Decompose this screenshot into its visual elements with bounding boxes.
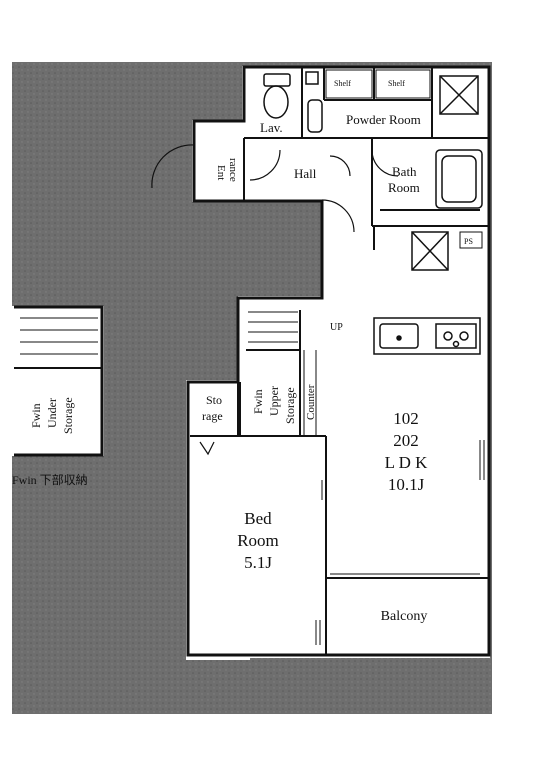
label-bed-3: 5.1J — [244, 553, 272, 572]
label-bath-2: Room — [388, 180, 420, 195]
label-fwin-under-2: Under — [45, 398, 59, 428]
label-balcony: Balcony — [381, 609, 428, 624]
label-ldk-2: 202 — [393, 431, 419, 450]
label-fwin-under-3: Storage — [61, 397, 75, 434]
label-fwin-upper-2: Upper — [267, 386, 281, 416]
label-bed-1: Bed — [244, 509, 272, 528]
label-hall: Hall — [294, 166, 317, 181]
label-ldk-1: 102 — [393, 409, 419, 428]
label-lav: Lav. — [260, 120, 283, 135]
label-storage-2: rage — [202, 409, 223, 423]
doors — [151, 144, 399, 456]
label-fwin-upper-3: Storage — [283, 387, 297, 424]
interior-walls — [14, 67, 489, 655]
label-ldk-3: L D K — [385, 453, 429, 472]
outer-walls — [14, 65, 491, 657]
refrigerator-box-icon — [411, 231, 449, 271]
label-entrance-1: Ent — [215, 165, 227, 180]
label-shelf-left: Shelf — [334, 79, 351, 88]
room-labels: Lav. Shelf Shelf Powder Room Ent rance H… — [12, 79, 473, 624]
label-fwin-under-jp: Fwin 下部収納 — [12, 472, 88, 487]
label-shelf-right: Shelf — [388, 79, 405, 88]
ps-box — [459, 231, 483, 249]
bathtub-fixture — [435, 149, 483, 209]
kitchen-counter — [373, 317, 481, 355]
label-bed-2: Room — [237, 531, 279, 550]
label-entrance-2: rance — [227, 158, 239, 182]
label-bath-1: Bath — [392, 164, 417, 179]
washer-box-icon — [439, 75, 479, 115]
toilet-fixture — [263, 73, 291, 119]
window-marks — [303, 350, 485, 645]
paper-holder — [305, 71, 323, 133]
label-fwin-under-1: Fwin — [29, 403, 43, 428]
label-ps: PS — [464, 237, 473, 246]
label-powder-room: Powder Room — [346, 112, 421, 127]
label-fwin-upper-1: Fwin — [251, 389, 265, 414]
label-up: UP — [330, 322, 343, 333]
stairs — [20, 311, 298, 355]
label-storage-1: Sto — [206, 393, 222, 407]
label-ldk-4: 10.1J — [388, 475, 425, 494]
label-counter: Counter — [305, 384, 317, 420]
shelf-left — [325, 69, 373, 99]
shelf-right — [375, 69, 431, 99]
apartment-footprint — [12, 66, 490, 660]
